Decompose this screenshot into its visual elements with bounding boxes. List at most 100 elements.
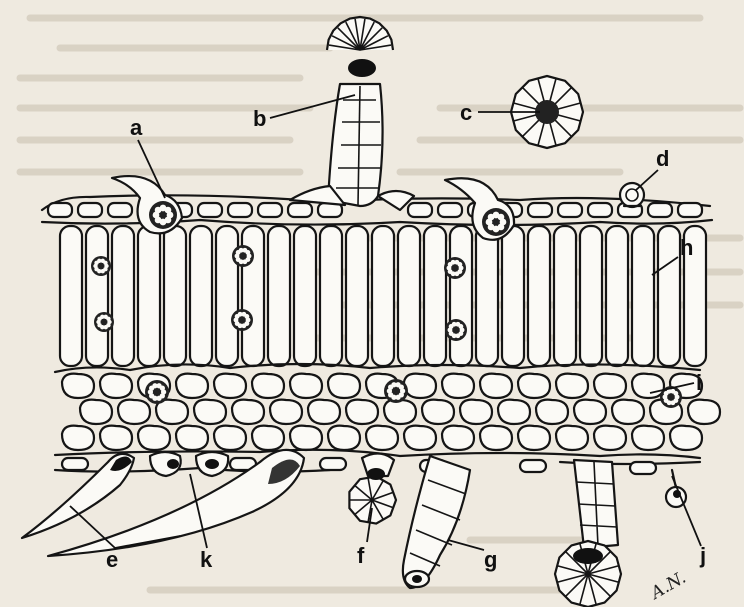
lower-epidermis-cell (62, 458, 88, 470)
spongy-cell (480, 374, 512, 398)
palisade-cell (164, 226, 186, 366)
spongy-cell (404, 426, 436, 450)
palisade-cell (502, 226, 524, 366)
label-e: e (106, 547, 118, 572)
spongy-cell (498, 400, 530, 424)
label-i: i (696, 370, 702, 395)
label-c: c (460, 100, 472, 125)
palisade-cell (190, 226, 212, 366)
label-d: d (656, 146, 669, 171)
spongy-cell (518, 374, 550, 398)
lower-epidermis-cell (630, 462, 656, 474)
palisade-cell (424, 226, 446, 366)
spongy-cell (442, 426, 474, 450)
palisade-cell (658, 226, 680, 366)
spongy-cell (328, 374, 360, 398)
spongy-cell (574, 400, 606, 424)
spongy-cell (214, 374, 246, 398)
palisade-cell (216, 226, 238, 366)
upper-epidermis-cell (588, 203, 612, 217)
spongy-cell (670, 426, 702, 450)
spongy-cell (176, 374, 208, 398)
spongy-cell (308, 400, 340, 424)
upper-epidermis-cell (408, 203, 432, 217)
spongy-cell (232, 400, 264, 424)
upper-epidermis-cell (678, 203, 702, 217)
spongy-cell (688, 400, 720, 424)
label-g: g (484, 547, 497, 572)
spongy-cell (118, 400, 150, 424)
palisade-cell (606, 226, 628, 366)
upper-epidermis-cell (48, 203, 72, 217)
palisade-cell (112, 226, 134, 366)
spongy-cell (270, 400, 302, 424)
spongy-cell (422, 400, 454, 424)
upper-epidermis-cell (108, 203, 132, 217)
palisade-cell (268, 226, 290, 366)
label-j: j (699, 543, 706, 568)
spongy-cell (214, 426, 246, 450)
spongy-cell (518, 426, 550, 450)
upper-epidermis-cell (558, 203, 582, 217)
spongy-cell (80, 400, 112, 424)
spongy-cell (594, 374, 626, 398)
spongy-cell (176, 426, 208, 450)
palisade-cell (138, 226, 160, 366)
label-f: f (357, 543, 365, 568)
spongy-cell (480, 426, 512, 450)
spongy-cell (290, 426, 322, 450)
lower-epidermis-cell (320, 458, 346, 470)
upper-epidermis-cell (648, 203, 672, 217)
spongy-cell (536, 400, 568, 424)
spongy-cell (556, 374, 588, 398)
spongy-cell (632, 426, 664, 450)
spongy-cell (366, 426, 398, 450)
spongy-cell (594, 426, 626, 450)
spongy-cell (346, 400, 378, 424)
upper-epidermis-cell (288, 203, 312, 217)
stomata-k (150, 452, 228, 476)
upper-epidermis-cell (258, 203, 282, 217)
label-h: h (680, 235, 693, 260)
spongy-cell (442, 374, 474, 398)
label-k: k (200, 547, 213, 572)
spongy-cell (632, 374, 664, 398)
palisade-cell (86, 226, 108, 366)
upper-epidermis-cell (528, 203, 552, 217)
palisade-cell (450, 226, 472, 366)
spongy-cell (138, 426, 170, 450)
label-b: b (253, 106, 266, 131)
spongy-cell (100, 374, 132, 398)
spongy-cell (252, 374, 284, 398)
palisade-cell (476, 226, 498, 366)
spongy-cell (100, 426, 132, 450)
palisade-cell (346, 226, 368, 366)
multicellular-hair-g (403, 456, 470, 588)
spongy-cell (62, 374, 94, 398)
palisade-cell (372, 226, 394, 366)
spongy-cell (460, 400, 492, 424)
lower-epidermis-cell (520, 460, 546, 472)
spongy-cell (252, 426, 284, 450)
palisade-cell (632, 226, 654, 366)
palisade-cell (554, 226, 576, 366)
upper-epidermis-cell (198, 203, 222, 217)
upper-epidermis-cell (228, 203, 252, 217)
upper-epidermis-cell (78, 203, 102, 217)
spongy-cell (62, 426, 94, 450)
spongy-cell (404, 374, 436, 398)
spongy-cell (290, 374, 322, 398)
spongy-mesophyll (55, 364, 720, 450)
palisade-cell (398, 226, 420, 366)
spongy-cell (556, 426, 588, 450)
glandular-hair-f (349, 453, 396, 523)
artist-signature: A.N. (646, 568, 690, 605)
upper-epidermis-cell (438, 203, 462, 217)
palisade-cell (294, 226, 316, 366)
spongy-cell (328, 426, 360, 450)
spongy-cell (194, 400, 226, 424)
spongy-cell (612, 400, 644, 424)
palisade-mesophyll (60, 226, 706, 366)
palisade-cell (580, 226, 602, 366)
